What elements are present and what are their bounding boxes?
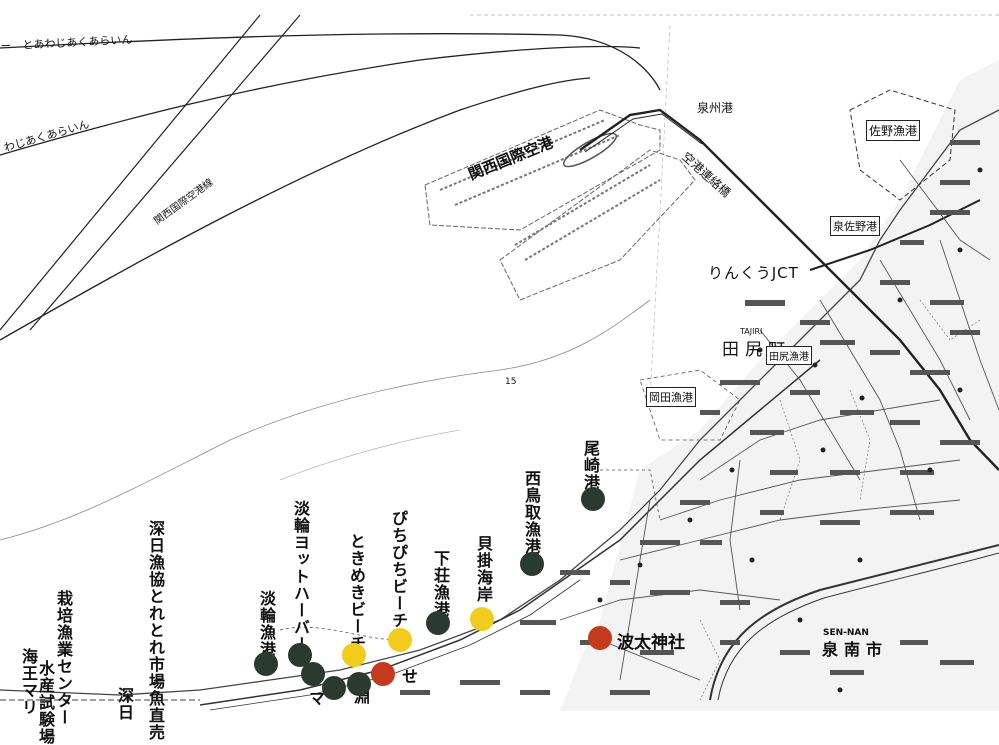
- spot-marker-kaikake-beach[interactable]: [470, 607, 494, 631]
- spot-marker-tannowa-port[interactable]: [254, 652, 278, 676]
- okada-fish-port-label: 岡田漁港: [646, 387, 696, 407]
- spot-marker-shimosho-port[interactable]: [426, 611, 450, 635]
- spot-label-suisan-shikenjo: 水産試験場: [36, 660, 55, 745]
- spot-label-tannowa-yacht-harbor: 淡輪ヨットハーバー: [291, 500, 310, 653]
- shipping-lane-2: [0, 45, 641, 156]
- town-dots: [597, 167, 983, 693]
- depth-contour-label: 15: [505, 377, 517, 387]
- spot-label-tannowa-port: 淡輪漁港: [257, 590, 276, 658]
- airport-island: [424, 109, 696, 301]
- spot-marker-pichipichi-beach[interactable]: [388, 628, 412, 652]
- spot-label-tokimeki-beach: ときめきビーチ: [347, 533, 366, 652]
- shipping-lane-top: [0, 33, 661, 91]
- sennan-roman-label: SEN-NAN: [823, 628, 869, 638]
- spot-label-kaio-marina: 海王マリ: [19, 648, 38, 716]
- spot-label-fuke: 深日: [115, 687, 134, 721]
- spot-label-pichipichi-beach: ぴちぴちビーチ: [389, 510, 408, 629]
- spot-label-nishitottori-port: 西鳥取漁港: [522, 470, 541, 555]
- land-area: [560, 60, 999, 711]
- spot-label-kaikake-beach: 貝掛海岸: [474, 535, 493, 603]
- spot-marker-tannowa-3[interactable]: [322, 676, 346, 700]
- coastal-map: [0, 14, 999, 711]
- spot-label-hata-shrine: 波太神社: [617, 633, 685, 653]
- spot-label-ma: マ: [306, 690, 325, 707]
- spot-marker-nishitottori-port[interactable]: [520, 552, 544, 576]
- coastline: [0, 109, 999, 696]
- spot-label-ozaki-port: 尾崎港: [581, 440, 600, 491]
- spot-label-fuke-toretore-market: 深日漁協とれとれ市場魚直売: [146, 520, 165, 741]
- rinku-jct-label: りんくうJCT: [708, 264, 799, 282]
- shipping-lane-3: [0, 77, 591, 341]
- tajiri-roman-label: TAJIRI: [740, 327, 763, 336]
- spot-label-se: せ: [399, 668, 418, 685]
- spot-marker-se[interactable]: [371, 662, 395, 686]
- spot-marker-fuchi[interactable]: [347, 672, 371, 696]
- spot-marker-tannowa-2[interactable]: [301, 662, 325, 686]
- sano-fish-port-label: 佐野漁港: [866, 120, 921, 141]
- airport-bridge: [579, 108, 999, 471]
- izumisano-port-label: 泉州港: [697, 101, 734, 115]
- spot-marker-hata-shrine[interactable]: [588, 626, 612, 650]
- depth-contour-line: [0, 299, 651, 541]
- spot-label-shimosho-port: 下荘漁港: [431, 550, 450, 618]
- tajiri-fish-port-label: 田尻漁港: [766, 346, 812, 365]
- spot-marker-ozaki-port[interactable]: [581, 487, 605, 511]
- izumisano-port2-label: 泉佐野港: [830, 216, 880, 236]
- sennan-city-label: 泉南市: [822, 640, 889, 659]
- spot-marker-tokimeki-beach[interactable]: [342, 643, 366, 667]
- spot-label-saibai-gyogyo-center: 栽培漁業センター: [54, 590, 73, 726]
